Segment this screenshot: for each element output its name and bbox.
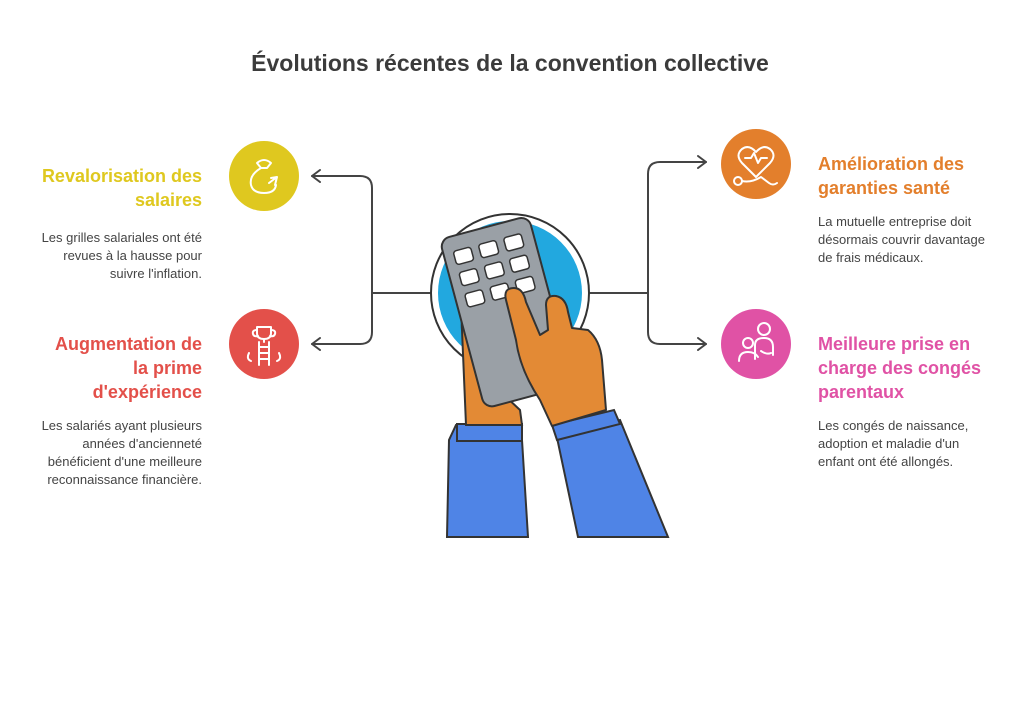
money-bag-icon — [229, 141, 299, 211]
page-title: Évolutions récentes de la convention col… — [251, 50, 769, 76]
parent-child-icon — [721, 309, 791, 379]
experience-block: Augmentation de la prime d'expérience Le… — [40, 332, 202, 489]
salaires-description: Les grilles salariales ont été revues à … — [41, 230, 202, 281]
sante-description: La mutuelle entreprise doit désormais co… — [818, 214, 985, 265]
conges-description: Les congés de naissance, adoption et mal… — [818, 418, 969, 469]
salaires-block: Revalorisation des salaires Les grilles … — [40, 164, 202, 283]
heart-stethoscope-icon — [721, 129, 791, 199]
conges-block: Meilleure prise en charge des congés par… — [818, 332, 998, 471]
conges-title: Meilleure prise en charge des congés par… — [818, 334, 982, 402]
sante-block: Amélioration des garanties santé La mutu… — [818, 152, 998, 267]
sante-title: Amélioration des garanties santé — [818, 154, 965, 198]
salaires-title: Revalorisation des salaires — [41, 166, 202, 210]
experience-title: Augmentation de la prime d'expérience — [55, 334, 202, 402]
trophy-ladder-icon — [229, 309, 299, 379]
experience-description: Les salariés ayant plusieurs années d'an… — [41, 418, 202, 487]
